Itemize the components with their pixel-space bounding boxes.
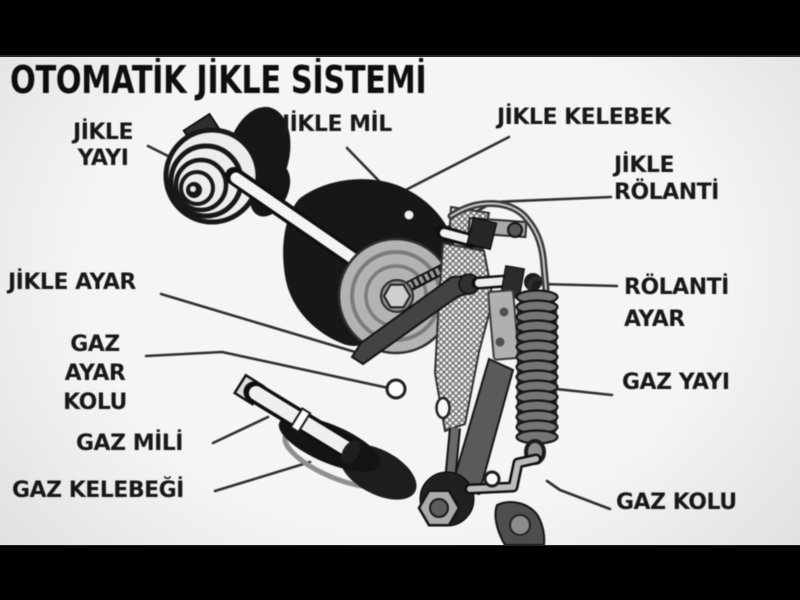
letterbox-bottom bbox=[0, 545, 800, 600]
spring-hook-link bbox=[464, 453, 542, 495]
leader-gaz-ayar-kolu bbox=[144, 350, 395, 391]
leader-gaz-kolu bbox=[545, 479, 612, 511]
gas-spring-coil bbox=[515, 276, 559, 465]
letterbox-top bbox=[0, 0, 800, 57]
leader-lines bbox=[144, 135, 619, 511]
leader-gaz-kelebegi bbox=[213, 460, 312, 493]
label-jikle-kelebek: JİKLE KELEBEK bbox=[497, 105, 671, 130]
label-gaz-kolu: GAZ KOLU bbox=[616, 490, 737, 515]
label-gaz-mili: GAZ MİLİ bbox=[76, 431, 183, 456]
page-title: OTOMATİK JİKLE SİSTEMİ bbox=[10, 58, 427, 102]
leader-jikle-kelebek bbox=[392, 135, 511, 198]
choke-adjust-clamp bbox=[435, 216, 498, 251]
spring-anchor-plate bbox=[487, 289, 520, 361]
leader-gaz-yayi bbox=[554, 387, 614, 397]
choke-plate-bolt bbox=[382, 283, 412, 309]
label-rolanti-ayar: RÖLANTİ AYAR bbox=[624, 275, 729, 332]
fast-idle-link-rod bbox=[447, 200, 550, 293]
gas-lever-bolt bbox=[417, 471, 475, 527]
lever-lower-blob bbox=[494, 501, 546, 546]
label-gaz-yayi: GAZ YAYI bbox=[622, 370, 730, 395]
label-gaz-kelebegi: GAZ KELEBEĞİ bbox=[12, 478, 184, 503]
adjust-arm-pin bbox=[385, 378, 407, 400]
leader-jikle-ayar bbox=[159, 292, 357, 354]
gas-shaft bbox=[232, 373, 362, 464]
label-gaz-ayar-kolu: GAZ AYAR KOLU bbox=[63, 332, 127, 415]
leader-gaz-mili bbox=[211, 415, 270, 445]
label-jikle-rolanti: JİKLE RÖLANTİ bbox=[614, 153, 719, 205]
label-jikle-ayar: JİKLE AYAR bbox=[8, 270, 136, 295]
label-jikle-yayi: JİKLE YAYI bbox=[73, 120, 133, 171]
leader-rolanti-ayar bbox=[539, 282, 619, 288]
label-jikle-mil: JİKLE MİL bbox=[282, 112, 392, 137]
